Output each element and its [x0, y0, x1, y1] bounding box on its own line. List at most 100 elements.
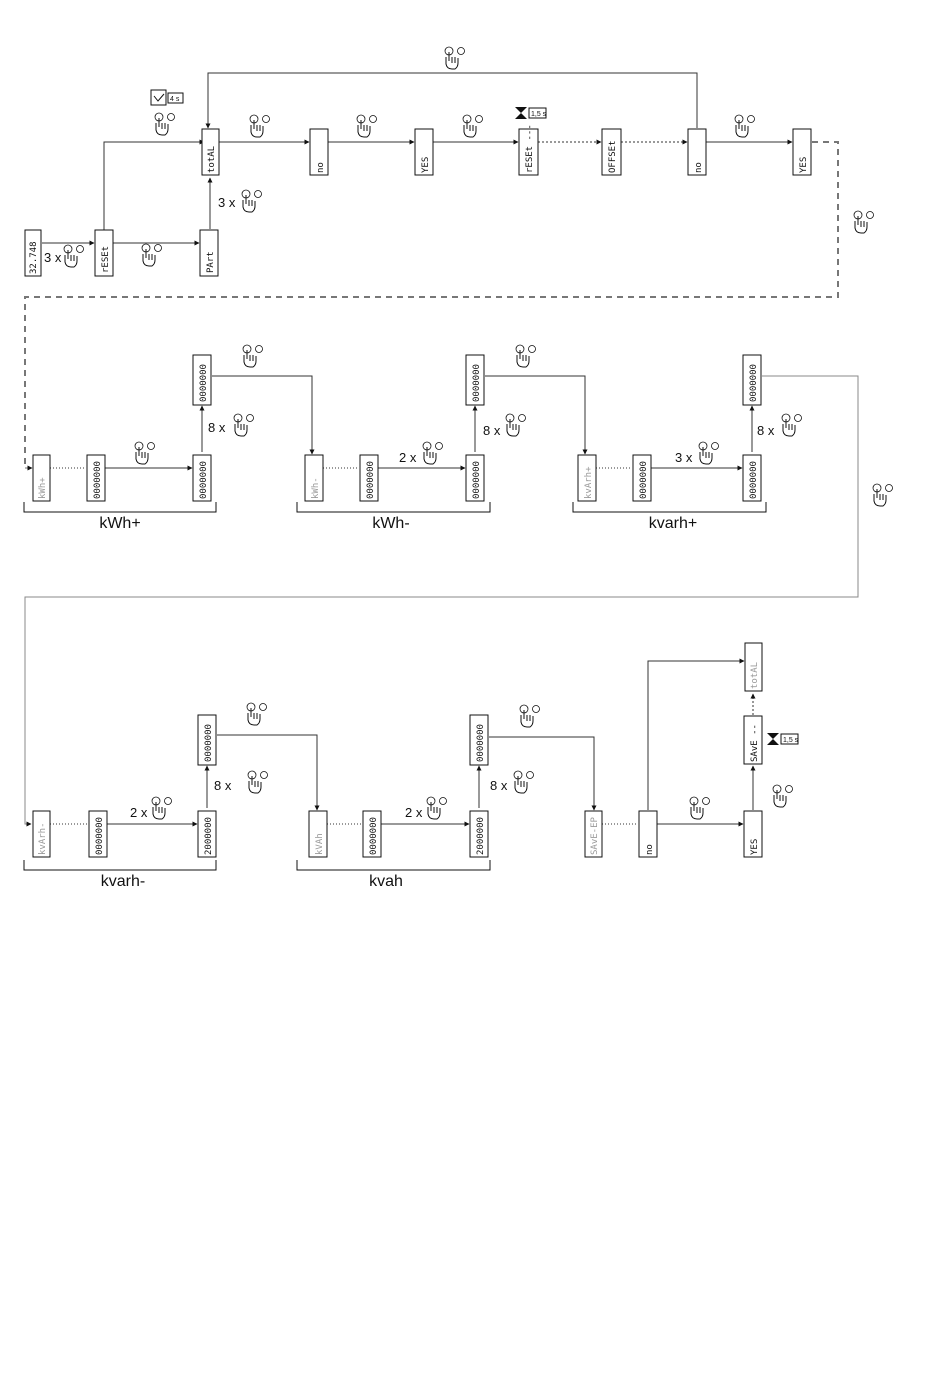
display-kwh-minus-a: 0000000 [359, 454, 379, 502]
svg-text:2000000: 2000000 [204, 817, 214, 855]
hand-press-icon [519, 704, 540, 728]
display-kwh-plus-a: 0000000 [86, 454, 106, 502]
display-part: PArt [199, 229, 219, 277]
hand-press-icon [242, 344, 263, 368]
svg-text:0000000: 0000000 [749, 461, 759, 499]
display-kwh-minus-c: 0000000 [465, 354, 485, 406]
svg-text:kVAh: kVAh [315, 833, 325, 855]
display-kvarh-plus-b: 0000000 [742, 454, 762, 502]
hand-press-icon [249, 114, 270, 138]
svg-text:0000000: 0000000 [95, 817, 105, 855]
display-energy: 32.748 [24, 229, 42, 277]
multiplier-label: 8 x [490, 778, 508, 793]
display-kvarh-plus-a: 0000000 [632, 454, 652, 502]
multiplier-label: 2 x [405, 805, 423, 820]
display-yes-1: YES [414, 128, 434, 176]
display-yes-3: YES [743, 810, 763, 858]
svg-text:totAL: totAL [207, 146, 217, 173]
timer-wait-label: 1,5 s [531, 111, 547, 118]
svg-text:0000000: 0000000 [749, 364, 759, 402]
display-kvarh-minus-name: kvArh- [32, 810, 51, 858]
multiplier-label: 2 x [399, 450, 417, 465]
svg-text:no: no [694, 162, 704, 173]
svg-text:0000000: 0000000 [472, 364, 482, 402]
display-kvarh-plus-name: kvArh+ [577, 454, 597, 502]
display-kvah-name: kVAh [308, 810, 328, 858]
multiplier-label: 3 x [218, 195, 236, 210]
timer-wait-label: 1,5 s [783, 737, 799, 744]
multiplier-label: 2 x [130, 805, 148, 820]
svg-text:YES: YES [799, 157, 809, 173]
display-boxes: 32.748 rESEt PArt totAL no YES rESEt --- [24, 124, 812, 858]
display-kvah-b: 2000000 [469, 810, 489, 858]
multiplier-label: 3 x [675, 450, 693, 465]
display-kwh-minus-name: kWh- [304, 454, 324, 502]
multiplier-label: 8 x [214, 778, 232, 793]
svg-text:32.748: 32.748 [29, 241, 39, 274]
svg-text:0000000: 0000000 [204, 724, 214, 762]
svg-text:kvArh+: kvArh+ [584, 466, 594, 499]
display-kvarh-minus-a: 0000000 [88, 810, 108, 858]
svg-text:kvArh-: kvArh- [38, 822, 48, 855]
hourglass-icon: 1,5 s [515, 107, 547, 119]
svg-text:SAvE --: SAvE -- [750, 724, 760, 762]
hand-press-icon [444, 46, 465, 70]
connectors [24, 72, 859, 827]
clock-icon: 4 s [150, 89, 184, 106]
timer-hold-label: 4 s [170, 96, 180, 103]
display-yes-2: YES [792, 128, 812, 176]
svg-text:0000000: 0000000 [472, 461, 482, 499]
display-total-2: totAL [744, 642, 763, 692]
display-reset: rESEt [94, 229, 114, 277]
multiplier-label: 8 x [757, 423, 775, 438]
svg-text:0000000: 0000000 [93, 461, 103, 499]
hand-press-icon [426, 796, 447, 820]
hand-press-icon [772, 784, 793, 808]
svg-text:rESEt: rESEt [101, 246, 111, 273]
display-kwh-plus-name: kWh+ [32, 454, 51, 502]
group-brackets [23, 502, 767, 871]
svg-text:0000000: 0000000 [369, 817, 379, 855]
hand-press-icon [63, 244, 84, 268]
group-label-kvah: kvah [369, 873, 403, 890]
svg-text:PArt: PArt [206, 251, 216, 273]
svg-text:0000000: 0000000 [366, 461, 376, 499]
hand-press-icon [513, 770, 534, 794]
hourglass-icon: 1,5 s [767, 733, 799, 745]
display-kwh-minus-b: 0000000 [465, 454, 485, 502]
display-kvarh-plus-c: 0000000 [742, 354, 762, 406]
hand-press-icon [151, 796, 172, 820]
multiplier-label: 3 x [44, 250, 62, 265]
svg-text:0000000: 0000000 [476, 724, 486, 762]
hand-press-icon [698, 441, 719, 465]
hand-press-icon [246, 702, 267, 726]
display-kwh-plus-c: 0000000 [192, 354, 212, 406]
svg-text:OFFSEt: OFFSEt [608, 140, 618, 173]
group-label-kvarh-plus: kvarh+ [649, 515, 697, 532]
svg-text:0000000: 0000000 [639, 461, 649, 499]
svg-text:2000000: 2000000 [476, 817, 486, 855]
svg-text:kWh+: kWh+ [38, 477, 48, 499]
svg-text:no: no [645, 844, 655, 855]
hand-press-icon [141, 243, 162, 267]
display-kvah-c: 0000000 [469, 714, 489, 766]
display-save: SAvE-EP [584, 810, 603, 858]
display-total: totAL [201, 128, 220, 176]
svg-text:kWh-: kWh- [311, 477, 321, 499]
hand-press-icon [853, 210, 874, 234]
hand-press-icon [154, 112, 175, 136]
display-no-1: no [309, 128, 329, 176]
hand-press-icon [515, 344, 536, 368]
hand-press-icon [462, 114, 483, 138]
multiplier-label: 8 x [208, 420, 226, 435]
svg-text:0000000: 0000000 [199, 461, 209, 499]
multiplier-label: 8 x [483, 423, 501, 438]
hand-press-icon [422, 441, 443, 465]
svg-text:YES: YES [421, 157, 431, 173]
svg-text:SAvE-EP: SAvE-EP [590, 816, 600, 855]
group-label-kwh-minus: kWh- [372, 515, 409, 532]
display-kvah-a: 0000000 [362, 810, 382, 858]
svg-text:YES: YES [750, 839, 760, 855]
hand-press-icon [781, 413, 802, 437]
